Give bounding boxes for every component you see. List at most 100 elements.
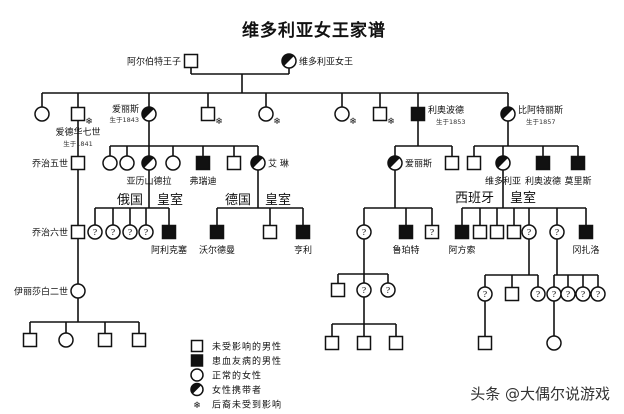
person-leo-son — [444, 155, 460, 171]
person-es2 — [472, 224, 488, 240]
person-es6-c4: ? — [590, 286, 606, 302]
legend-item: ❄后裔未受到影响 — [193, 399, 281, 412]
female-carrier-icon — [500, 106, 516, 122]
square-shape — [504, 286, 520, 302]
male-unaffected-icon — [226, 155, 242, 171]
square-shape — [183, 53, 199, 69]
female-unknown-icon: ? — [138, 224, 154, 240]
legend-label: 未受影响的男性 — [212, 341, 282, 353]
person-g1-daughter1 — [34, 106, 50, 122]
person-es5: ? — [521, 224, 537, 240]
person-alice-c6 — [226, 155, 242, 171]
female-normal-icon — [70, 283, 86, 299]
person-es6-c3: ? — [575, 286, 591, 302]
square-shape — [70, 155, 86, 171]
male-affected-icon — [410, 106, 426, 122]
square-shape — [356, 335, 372, 351]
male-unaffected-icon — [324, 335, 340, 351]
circle-shape — [70, 283, 86, 299]
square-shape — [295, 224, 311, 240]
circle-shape — [58, 332, 74, 348]
person-victoria: 维多利亚女王 — [281, 53, 353, 69]
square-shape — [506, 224, 522, 240]
question-mark: ? — [483, 290, 487, 299]
female-normal-icon — [119, 155, 135, 171]
square-shape — [472, 224, 488, 240]
square-shape — [330, 282, 346, 298]
person-g1-daughter3: ❄ — [334, 106, 357, 127]
snowflake-icon: ❄ — [85, 117, 93, 127]
person-ai1-c1 — [330, 282, 346, 298]
male-affected-icon — [295, 224, 311, 240]
male-unaffected-icon — [506, 224, 522, 240]
square-shape — [226, 155, 242, 171]
legend-item: 患血友病的男性 — [190, 354, 281, 367]
person-name: 乔治六世 — [32, 227, 68, 239]
germany-house-royal: 皇室 — [265, 192, 291, 208]
chart-title: 维多利亚女王家谱 — [242, 20, 386, 41]
spain-house-royal: 皇室 — [510, 190, 536, 206]
person-name: 弗瑞迪 — [189, 175, 216, 187]
person-leo-alice: 爱丽斯 — [387, 155, 432, 171]
person-es6-gc1 — [546, 335, 562, 351]
person-es5-c1: ? — [477, 286, 493, 302]
circle-shape — [105, 224, 121, 240]
person-es4 — [506, 224, 522, 240]
female-normal-icon — [58, 332, 74, 348]
female-unknown-icon: ? — [590, 286, 606, 302]
square-shape — [398, 224, 414, 240]
person-name: 亨利 — [294, 244, 312, 256]
royal-house-labels: 俄国皇室德国皇室西班牙皇室 — [117, 190, 536, 208]
person-name: 沃尔德曼 — [199, 244, 235, 256]
circle-shape — [575, 286, 591, 302]
legend-item: 正常的女性 — [190, 368, 261, 382]
female-normal-icon — [165, 155, 181, 171]
circle-shape — [119, 155, 135, 171]
person-ru2: ? — [105, 224, 121, 240]
circle-shape — [521, 224, 537, 240]
female-carrier-icon — [141, 155, 157, 171]
person-name: 爱丽斯 — [405, 158, 432, 170]
birth-year: 生于1843 — [109, 115, 139, 124]
person-george6: 乔治六世 — [32, 224, 86, 240]
people-nodes: 阿尔伯特王子维多利亚女王❄爱德华七世生于1841爱丽斯生于1843❄❄❄❄利奥波… — [14, 53, 606, 351]
question-mark: ? — [386, 286, 390, 295]
question-mark: ? — [555, 228, 559, 237]
person-ai1-gc2 — [356, 335, 372, 351]
male-affected-icon — [190, 354, 204, 367]
person-alice-c4 — [165, 155, 181, 171]
circle-shape — [334, 106, 350, 122]
person-alfonso: 阿方索 — [448, 224, 476, 256]
person-waldemar: 沃尔德曼 — [199, 224, 235, 256]
person-es5-gc1 — [477, 335, 493, 351]
person-ai1-gc3 — [388, 335, 404, 351]
male-unaffected-icon — [504, 286, 520, 302]
male-affected-icon — [398, 224, 414, 240]
snowflake-icon: ❄ — [273, 117, 281, 127]
square-shape — [489, 224, 505, 240]
person-elizabeth2: 伊丽莎白二世 — [14, 283, 86, 299]
female-unknown-icon: ? — [530, 286, 546, 302]
male-unaffected-icon — [262, 224, 278, 240]
person-g1-son3: ❄ — [372, 106, 395, 127]
square-shape — [209, 224, 225, 240]
female-normal-icon — [34, 106, 50, 122]
square-shape — [444, 155, 460, 171]
legend-item: 女性携带者 — [190, 382, 261, 397]
question-mark: ? — [581, 290, 585, 299]
snowflake-icon: ❄ — [193, 401, 201, 411]
square-shape — [477, 335, 493, 351]
circle-shape — [380, 282, 396, 298]
circle-shape — [546, 335, 562, 351]
person-maurice: 莫里斯 — [564, 155, 592, 187]
circle-shape — [87, 224, 103, 240]
question-mark: ? — [144, 228, 148, 237]
carrier-fill — [191, 383, 202, 394]
male-affected-icon — [570, 155, 586, 171]
female-carrier-icon — [141, 106, 157, 122]
male-unaffected-icon — [472, 224, 488, 240]
carrier-fill — [501, 106, 513, 119]
circle-shape — [165, 155, 181, 171]
circle-shape — [190, 368, 204, 382]
